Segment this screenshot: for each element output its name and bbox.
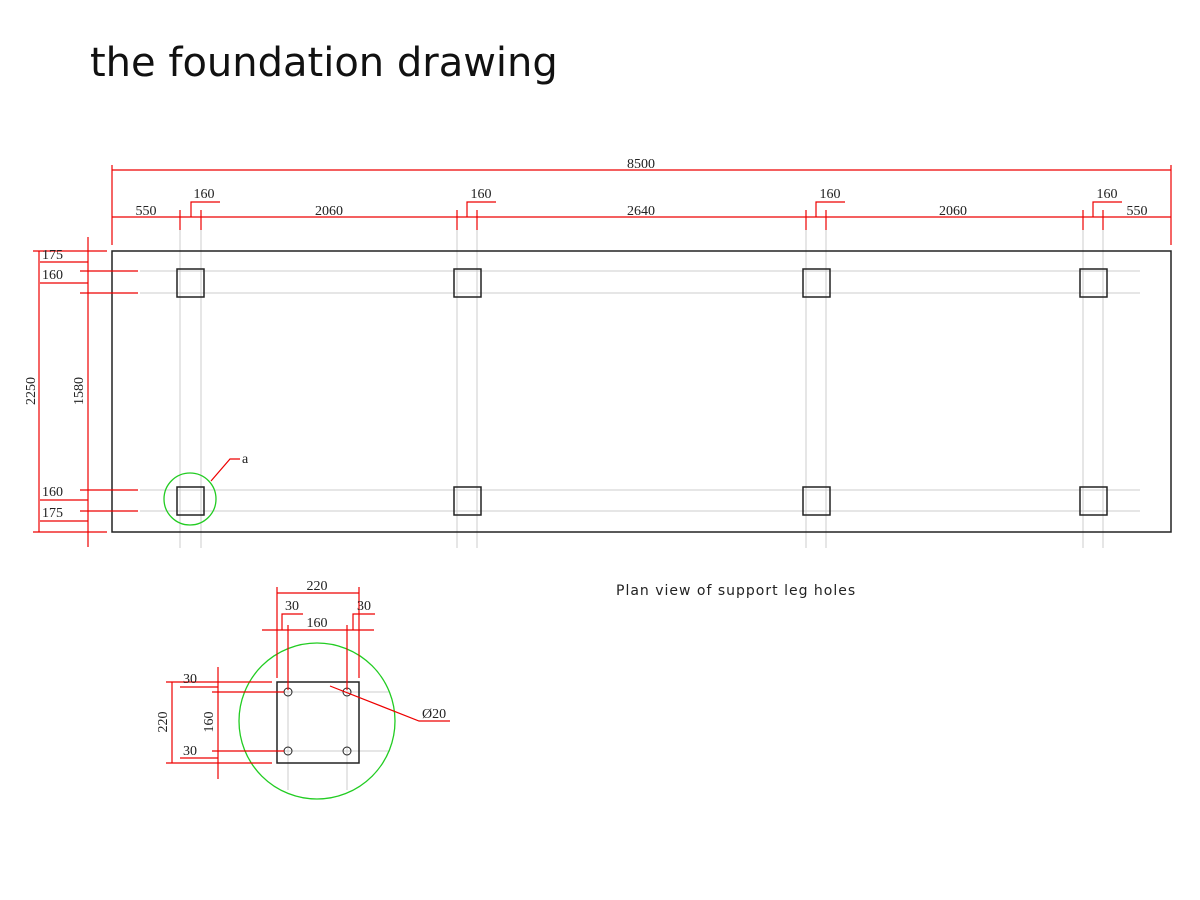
detail-marker-label: a: [242, 452, 249, 467]
leg-plate: [1079, 268, 1108, 298]
left-dimensions: [33, 237, 138, 547]
dimension-line: [1092, 201, 1122, 217]
dim-segment: 2640: [627, 204, 655, 219]
dim-edge-offset-top: 30: [183, 672, 197, 687]
dim-edge-offset-bottom: 30: [183, 744, 197, 759]
detail-highlight-circle: [163, 472, 217, 526]
dim-hole-spacing-vertical: 160: [202, 712, 217, 733]
detail-leader: [210, 458, 240, 482]
dim-segment: 2060: [315, 204, 343, 219]
dim-leg-width: 160: [471, 187, 492, 202]
leg-plate: [176, 486, 205, 516]
dim-leg-bottom: 160: [42, 485, 63, 500]
dim-hole-diameter: Ø20: [422, 707, 446, 722]
leg-plate: [802, 268, 831, 298]
grid-lines: [140, 225, 1140, 548]
bolt-hole: [342, 746, 352, 756]
leg-plate: [176, 268, 205, 298]
top-dimensions: [111, 165, 1172, 245]
dim-segment: 550: [136, 204, 157, 219]
leg-plate: [453, 268, 482, 298]
dim-leg-width: 160: [194, 187, 215, 202]
dimension-line: [281, 613, 303, 630]
dim-edge-bottom: 175: [42, 506, 63, 521]
dim-leg-top: 160: [42, 268, 63, 283]
dim-edge-offset-right: 30: [357, 599, 371, 614]
leg-plate: [453, 486, 482, 516]
slide-title: the foundation drawing: [90, 40, 558, 86]
dim-overall-length: 8500: [627, 157, 655, 172]
dim-hole-spacing: 160: [307, 616, 328, 631]
dim-segment: 550: [1127, 204, 1148, 219]
leg-plates: [176, 268, 1108, 516]
detail-green-circle: [238, 642, 396, 800]
dim-leg-width: 160: [820, 187, 841, 202]
base-plate: [276, 681, 360, 764]
leg-plate: [802, 486, 831, 516]
dimension-line: [329, 685, 450, 722]
dimension-line: [190, 201, 220, 217]
dim-edge-top: 175: [42, 248, 63, 263]
dimension-line: [352, 613, 375, 630]
dim-plate-size: 220: [307, 579, 328, 594]
dim-inner-width: 1580: [72, 377, 87, 405]
dimension-line: [466, 201, 496, 217]
dim-overall-width: 2250: [24, 377, 39, 405]
foundation-outline: [111, 250, 1172, 533]
dim-leg-width: 160: [1097, 187, 1118, 202]
detail-view: [166, 587, 450, 800]
plan-caption: Plan view of support leg holes: [616, 583, 856, 599]
dim-plate-height: 220: [156, 712, 171, 733]
leg-plate: [1079, 486, 1108, 516]
dimension-line: [815, 201, 845, 217]
dim-segment: 2060: [939, 204, 967, 219]
dim-edge-offset-left: 30: [285, 599, 299, 614]
